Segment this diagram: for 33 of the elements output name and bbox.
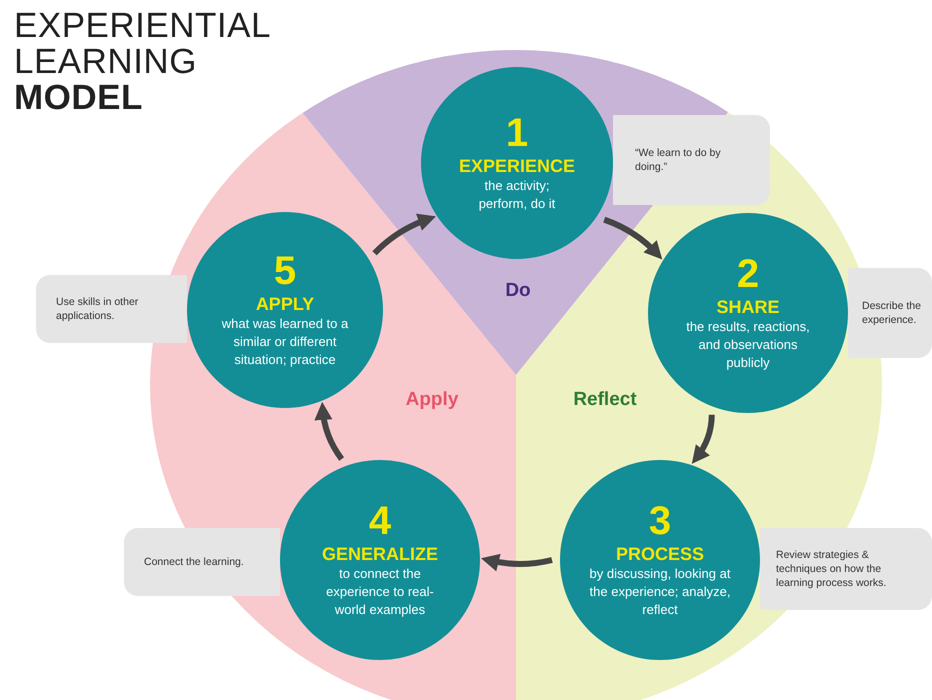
callout-box [848, 268, 932, 358]
step-description: to connect the experience to real-world examples [325, 565, 435, 619]
arrow [480, 554, 553, 572]
step-description: by discussing, looking at the experience; analyze, reflect [588, 565, 732, 619]
step-description: the activity; perform, do it [478, 177, 556, 213]
sector-label: Reflect [573, 389, 637, 411]
step-number: 2 [736, 254, 760, 294]
callout-text: Connect the learning. [144, 555, 244, 569]
callout-text: Describe the experience. [862, 299, 922, 327]
sector-label: Apply [406, 389, 458, 411]
step-number: 5 [274, 251, 296, 291]
step-number: 3 [648, 501, 672, 541]
step-description: what was learned to a similar or different situation; practice [220, 315, 350, 369]
title: EXPERIENTIAL LEARNING MODEL [14, 8, 271, 116]
callout-text: Use skills in other applications. [56, 295, 140, 323]
arrow [372, 214, 436, 256]
callout-box [36, 275, 187, 343]
callout-box [760, 528, 932, 610]
step-title: PROCESS [616, 543, 704, 565]
callout-text: “We learn to do by doing.” [635, 146, 722, 174]
step-title: GENERALIZE [322, 543, 438, 565]
step-number: 4 [368, 501, 392, 541]
step-number: 1 [506, 113, 528, 153]
step-description: the results, reactions, and observations publicly [685, 318, 811, 372]
step-title: APPLY [256, 293, 314, 315]
sector-label: Do [505, 280, 531, 302]
arrow [692, 414, 715, 464]
callout-text: Review strategies & techniques on how the learning process works. [776, 548, 888, 590]
step-title: EXPERIENCE [458, 155, 576, 177]
arrow [314, 402, 344, 461]
step-title: SHARE [716, 296, 780, 318]
callout-box [124, 528, 280, 596]
callout-box [613, 115, 770, 205]
